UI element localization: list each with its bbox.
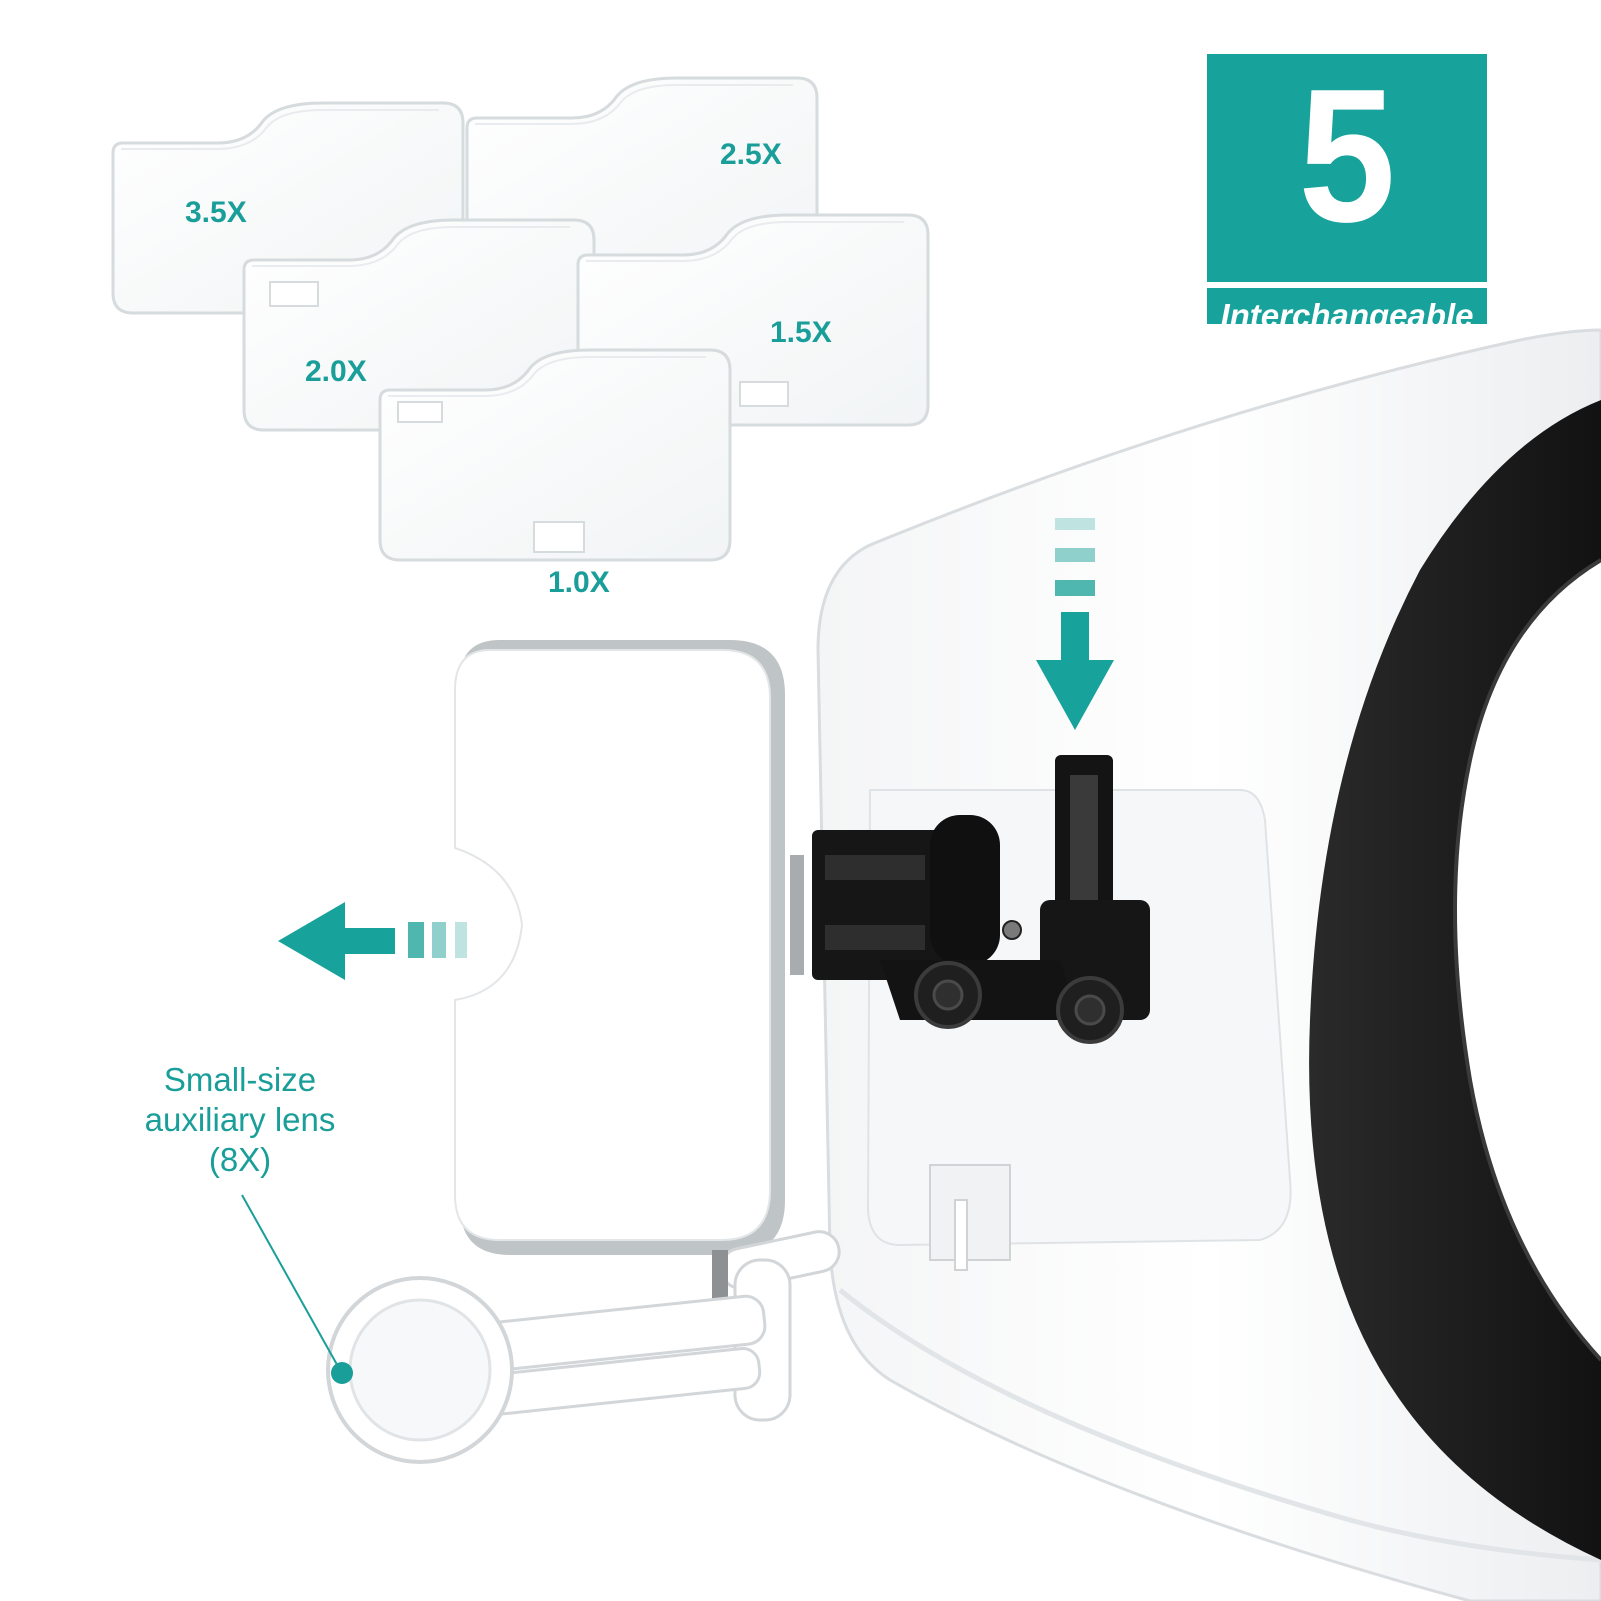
lens-label-3-5x: 3.5X — [185, 196, 247, 229]
badge-line-1: Interchangeable — [1220, 297, 1474, 334]
badge-number: 5 — [1298, 50, 1396, 262]
aux-caption-line-2: auxiliary lens — [144, 1101, 336, 1138]
lens-count-badge: 5 Interchangeable Lens — [1207, 50, 1487, 378]
aux-leader — [241, 1194, 353, 1384]
lens-label-2-0x: 2.0X — [305, 355, 367, 388]
badge-line-2: Lens — [1308, 341, 1386, 378]
headband-pad — [1309, 400, 1601, 1560]
arrow-down-icon — [1036, 518, 1114, 730]
badge-text: Interchangeable Lens — [1207, 294, 1487, 382]
lens-label-1-0x: 1.0X — [548, 566, 610, 599]
aux-lens-caption: Small-size auxiliary lens (8X) — [110, 1060, 370, 1180]
arrow-left-icon — [278, 902, 467, 980]
badge-divider — [1207, 282, 1487, 288]
aux-caption-line-1: Small-size — [163, 1061, 317, 1098]
lens-1-0x — [378, 348, 732, 562]
lens-label-1-5x: 1.5X — [770, 316, 832, 349]
lens-bracket — [790, 755, 1150, 1044]
aux-lens — [326, 1230, 841, 1464]
lens-2-0x — [242, 218, 596, 432]
main-lens — [454, 640, 785, 1255]
aux-caption-line-3: (8X) — [208, 1141, 272, 1178]
lens-label-2-5x: 2.5X — [720, 138, 782, 171]
lens-1-5x — [576, 213, 930, 427]
